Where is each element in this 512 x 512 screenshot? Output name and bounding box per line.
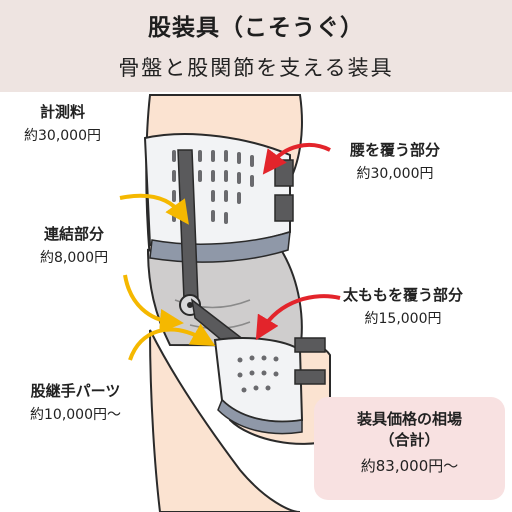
label-connection: 連結部分 約8,000円 [40, 224, 108, 268]
waist-brace-shell [143, 133, 291, 248]
label-thigh-name: 太ももを覆う部分 [343, 286, 464, 304]
label-thigh: 太ももを覆う部分 約15,000円 [343, 285, 463, 329]
waist-strap-lower [274, 194, 294, 222]
arrow-connection [119, 193, 189, 225]
waist-strap-upper [274, 159, 294, 187]
label-connection-name: 連結部分 [44, 225, 105, 243]
label-connection-price: 約8,000円 [40, 250, 109, 266]
label-measurement: 計測料 約30,000円 [24, 102, 101, 146]
total-price-box: 装具価格の相場 （合計） 約83,000円～ [314, 397, 505, 500]
thigh-brace-holes [237, 355, 279, 393]
label-waist: 腰を覆う部分 約30,000円 [350, 140, 440, 184]
arrow-connection-lower [123, 274, 184, 333]
page-title: 股装具（こそうぐ） [148, 15, 364, 41]
header-band [0, 0, 512, 92]
label-joint-name: 股継手パーツ [30, 382, 121, 400]
label-measurement-name: 計測料 [39, 103, 85, 121]
thigh-strap-lower [294, 369, 326, 385]
label-waist-name: 腰を覆う部分 [350, 141, 441, 159]
label-joint-price: 約10,000円～ [30, 407, 121, 423]
thigh-brace-band [217, 398, 303, 435]
page-subtitle: 骨盤と股関節を支える装具 [118, 56, 394, 80]
hip-joint-center [187, 302, 193, 308]
total-price: 約83,000円～ [360, 457, 459, 475]
total-title: 装具価格の相場 [356, 410, 462, 428]
total-subtitle: （合計） [379, 431, 440, 449]
label-joint: 股継手パーツ 約10,000円～ [30, 381, 121, 425]
leg-skin [149, 329, 301, 512]
arrow-joint [128, 323, 216, 361]
label-measurement-price: 約30,000円 [24, 128, 101, 144]
arrow-waist [262, 143, 331, 175]
thigh-strap-upper [294, 337, 326, 353]
label-waist-price: 約30,000円 [356, 166, 434, 182]
arrow-thigh [255, 294, 341, 341]
label-thigh-price: 約15,000円 [364, 311, 442, 327]
